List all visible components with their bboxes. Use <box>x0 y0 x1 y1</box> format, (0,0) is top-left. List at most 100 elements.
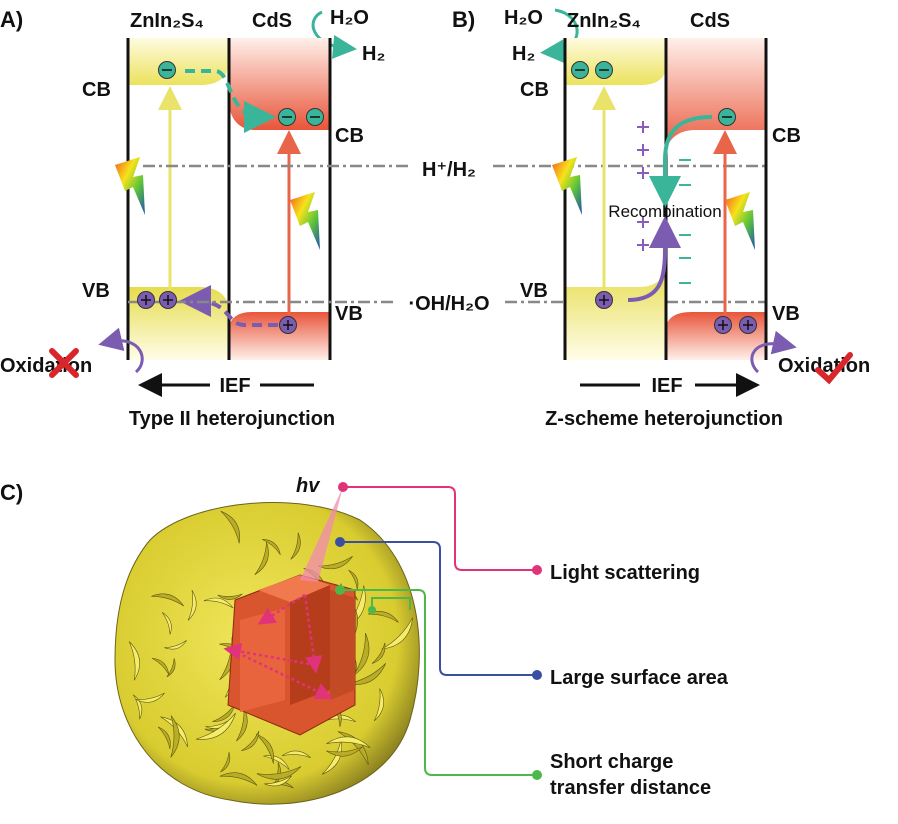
oh-level-label: ·OH/H₂O <box>408 293 489 315</box>
hole-icon <box>739 316 757 334</box>
nanosheet-petal <box>281 750 311 759</box>
ief-label: IEF <box>219 375 250 397</box>
nanosheet-petal <box>254 541 269 576</box>
space-charge-region <box>637 121 691 284</box>
vb-label: VB <box>335 303 363 325</box>
cb-label: CB <box>335 125 364 147</box>
light-bolt-icon <box>290 192 320 250</box>
recombination-label: Recombination <box>608 202 721 221</box>
material-znin2s4-label: ZnIn₂S₄ <box>130 10 204 32</box>
light-beam <box>300 487 343 582</box>
nanosheet-petal <box>290 532 301 560</box>
cross-icon <box>49 348 79 378</box>
panel-b-caption: Z-scheme heterojunction <box>545 408 783 430</box>
nanosheet-petal <box>187 589 197 621</box>
panel-c-letter: C) <box>0 480 23 505</box>
znin2s4-cb-band <box>128 38 229 85</box>
positive-charge-icon <box>637 121 649 133</box>
callout-light-scattering: Light scattering <box>338 482 700 584</box>
nanosheet-petal <box>220 752 231 773</box>
electron-icon <box>278 108 296 126</box>
hole-recombination-arrow <box>627 216 681 302</box>
nanosheet-petal <box>371 642 386 664</box>
nanosheet-petal <box>166 658 176 678</box>
check-icon <box>815 352 853 385</box>
hole-icon <box>595 291 613 309</box>
oxidation-arrow <box>98 327 144 374</box>
nanosheet-petal <box>326 746 363 757</box>
nanosheet-petal <box>161 612 172 635</box>
nanosheet-petal <box>264 775 292 787</box>
vb-label: VB <box>520 280 548 302</box>
znin2s4-vb-curve <box>565 265 666 287</box>
positive-charge-icon <box>637 216 649 228</box>
positive-charge-icon <box>637 239 649 251</box>
nanosheet-petal <box>255 733 275 764</box>
nanosheet-petal <box>220 510 241 544</box>
callout-short-charge-transfer: Short charge transfer distance <box>335 585 711 799</box>
nanosheet-petal <box>381 617 413 650</box>
light-bolt-icon <box>115 157 145 215</box>
panel-a: A) ZnIn₂S₄ CdS H₂O H₂ CB VB CB VB Oxidat… <box>0 7 385 430</box>
nanosheet-petal <box>367 611 399 623</box>
nanosheet-petal <box>236 707 248 742</box>
callout-label: Large surface area <box>550 667 729 689</box>
reactant-h2o-label: H₂O <box>504 7 543 29</box>
light-bolt-icon <box>552 157 582 215</box>
cb-label: CB <box>520 79 549 101</box>
panel-a-caption: Type II heterojunction <box>129 408 335 430</box>
material-cds-label: CdS <box>252 10 292 32</box>
positive-charge-icon <box>637 144 649 156</box>
cds-vb-band <box>229 312 330 360</box>
znin2s4-vb-band <box>565 265 666 360</box>
panel-a-letter: A) <box>0 7 23 32</box>
nanosheet-petal <box>203 597 234 609</box>
vb-label: VB <box>82 280 110 302</box>
material-cds-label: CdS <box>690 10 730 32</box>
water-reduction-arrow <box>540 8 579 64</box>
nanosheet-petal <box>212 704 236 722</box>
ief-label: IEF <box>651 375 682 397</box>
nanosheet-petal <box>135 692 165 703</box>
redox-levels: H⁺/H₂ ·OH/H₂O <box>128 159 766 315</box>
callout-label: Light scattering <box>550 562 700 584</box>
nanosheet-petal <box>373 688 384 722</box>
electron-transfer-arrow <box>185 69 276 133</box>
light-bolt-icon <box>725 192 755 250</box>
panel-c: C) hv Light scattering Large <box>0 475 729 805</box>
scattering-arrows <box>223 593 333 700</box>
znin2s4-cb-band <box>565 38 666 85</box>
nanosheet-petal <box>157 726 171 750</box>
charge-carriers <box>137 61 757 334</box>
hole-transfer-arrow <box>179 285 278 327</box>
panel-b-letter: B) <box>452 7 475 32</box>
material-znin2s4-label: ZnIn₂S₄ <box>567 10 641 32</box>
nanosheet-petal <box>262 539 281 555</box>
electron-icon <box>306 108 324 126</box>
callout-label: Short charge <box>550 751 673 773</box>
callout-label: transfer distance <box>550 777 711 799</box>
reactant-h2o-label: H₂O <box>330 7 369 29</box>
cb-label: CB <box>772 125 801 147</box>
nanosheet-petal <box>170 715 180 758</box>
nanosheet-petal <box>256 766 302 780</box>
water-reduction-arrow <box>311 10 357 59</box>
hole-icon <box>279 316 297 334</box>
light-bolts <box>115 157 755 250</box>
nanosheet-petal <box>128 641 140 681</box>
hv-label: hv <box>296 475 321 497</box>
positive-charge-icon <box>637 167 649 179</box>
electron-icon <box>595 61 613 79</box>
hole-icon <box>159 291 177 309</box>
nanosheet-petal <box>219 772 258 786</box>
cds-cube-core <box>227 574 356 736</box>
cb-label: CB <box>82 79 111 101</box>
h-level-label: H⁺/H₂ <box>422 159 476 181</box>
nanosheet-petal <box>326 736 371 748</box>
vb-label: VB <box>772 303 800 325</box>
nanosheet-petal <box>151 593 184 607</box>
electron-recombination-arrow <box>649 115 713 208</box>
panel-b: B) H₂O H₂ ZnIn₂S₄ CdS CB VB CB VB Recomb… <box>452 7 870 430</box>
